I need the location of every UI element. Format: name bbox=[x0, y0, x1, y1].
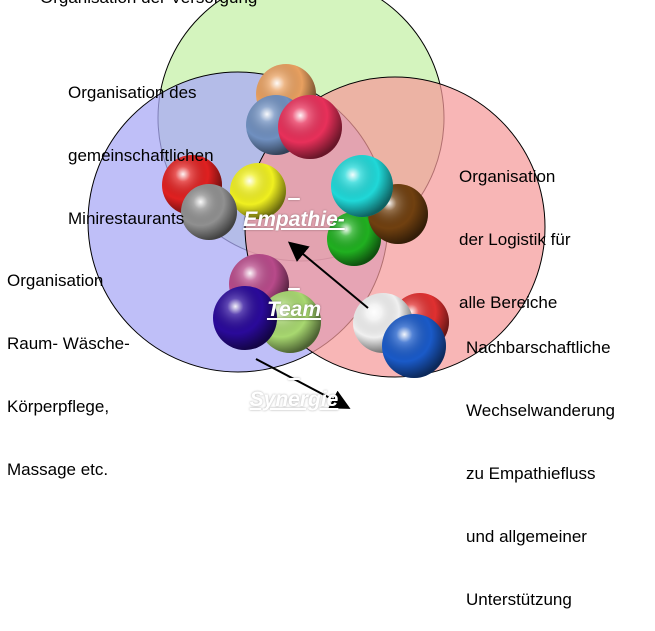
center-title: Empathie- Team Synergie bbox=[222, 145, 366, 445]
label-bottom-right-line: und allgemeiner bbox=[466, 527, 587, 546]
center-title-line: Synergie bbox=[249, 388, 339, 411]
label-top-line: Minirestaurants bbox=[68, 209, 185, 228]
label-bottom-right: Nachbarschaftliche Wechselwanderung zu E… bbox=[466, 295, 615, 631]
label-left-line: Körperpflege, bbox=[7, 397, 110, 416]
sphere-shading bbox=[213, 286, 277, 350]
label-top-line: Organisation des bbox=[68, 83, 197, 102]
sphere-shading bbox=[331, 155, 393, 217]
sphere-shading bbox=[327, 212, 381, 266]
venn-diagram bbox=[87, 0, 546, 409]
label-right-line: alle Bereiche bbox=[459, 293, 558, 312]
label-right: Organisation der Logistik für alle Berei… bbox=[459, 124, 571, 334]
sphere-shading bbox=[230, 163, 286, 219]
arrow-to-center bbox=[287, 241, 369, 309]
sphere-shading bbox=[181, 184, 237, 240]
sphere-group bbox=[162, 64, 449, 378]
label-right-line: der Logistik für bbox=[459, 230, 571, 249]
sphere-shading bbox=[278, 95, 342, 159]
label-bottom-right-line: Nachbarschaftliche bbox=[466, 338, 611, 357]
center-title-line: Team bbox=[266, 298, 322, 321]
arrow-bottom-out bbox=[255, 358, 351, 409]
label-left-line: Massage etc. bbox=[7, 460, 109, 479]
sphere-shading bbox=[382, 314, 446, 378]
heading-partial: Organisation der Versorgung bbox=[40, 0, 257, 8]
center-title-line: Empathie- bbox=[243, 208, 345, 231]
label-top: Organisation des gemeinschaftlichen Mini… bbox=[68, 40, 214, 250]
label-left-line: Organisation bbox=[7, 271, 104, 290]
label-right-line: Organisation bbox=[459, 167, 556, 186]
label-left-line: Raum- Wäsche- bbox=[7, 334, 130, 353]
label-bottom-right-line: zu Empathiefluss bbox=[466, 464, 596, 483]
label-bottom-right-line: Unterstützung bbox=[466, 590, 572, 609]
label-top-line: gemeinschaftlichen bbox=[68, 146, 214, 165]
label-bottom-right-line: Wechselwanderung bbox=[466, 401, 615, 420]
label-left: Organisation Raum- Wäsche- Körperpflege,… bbox=[7, 228, 130, 501]
